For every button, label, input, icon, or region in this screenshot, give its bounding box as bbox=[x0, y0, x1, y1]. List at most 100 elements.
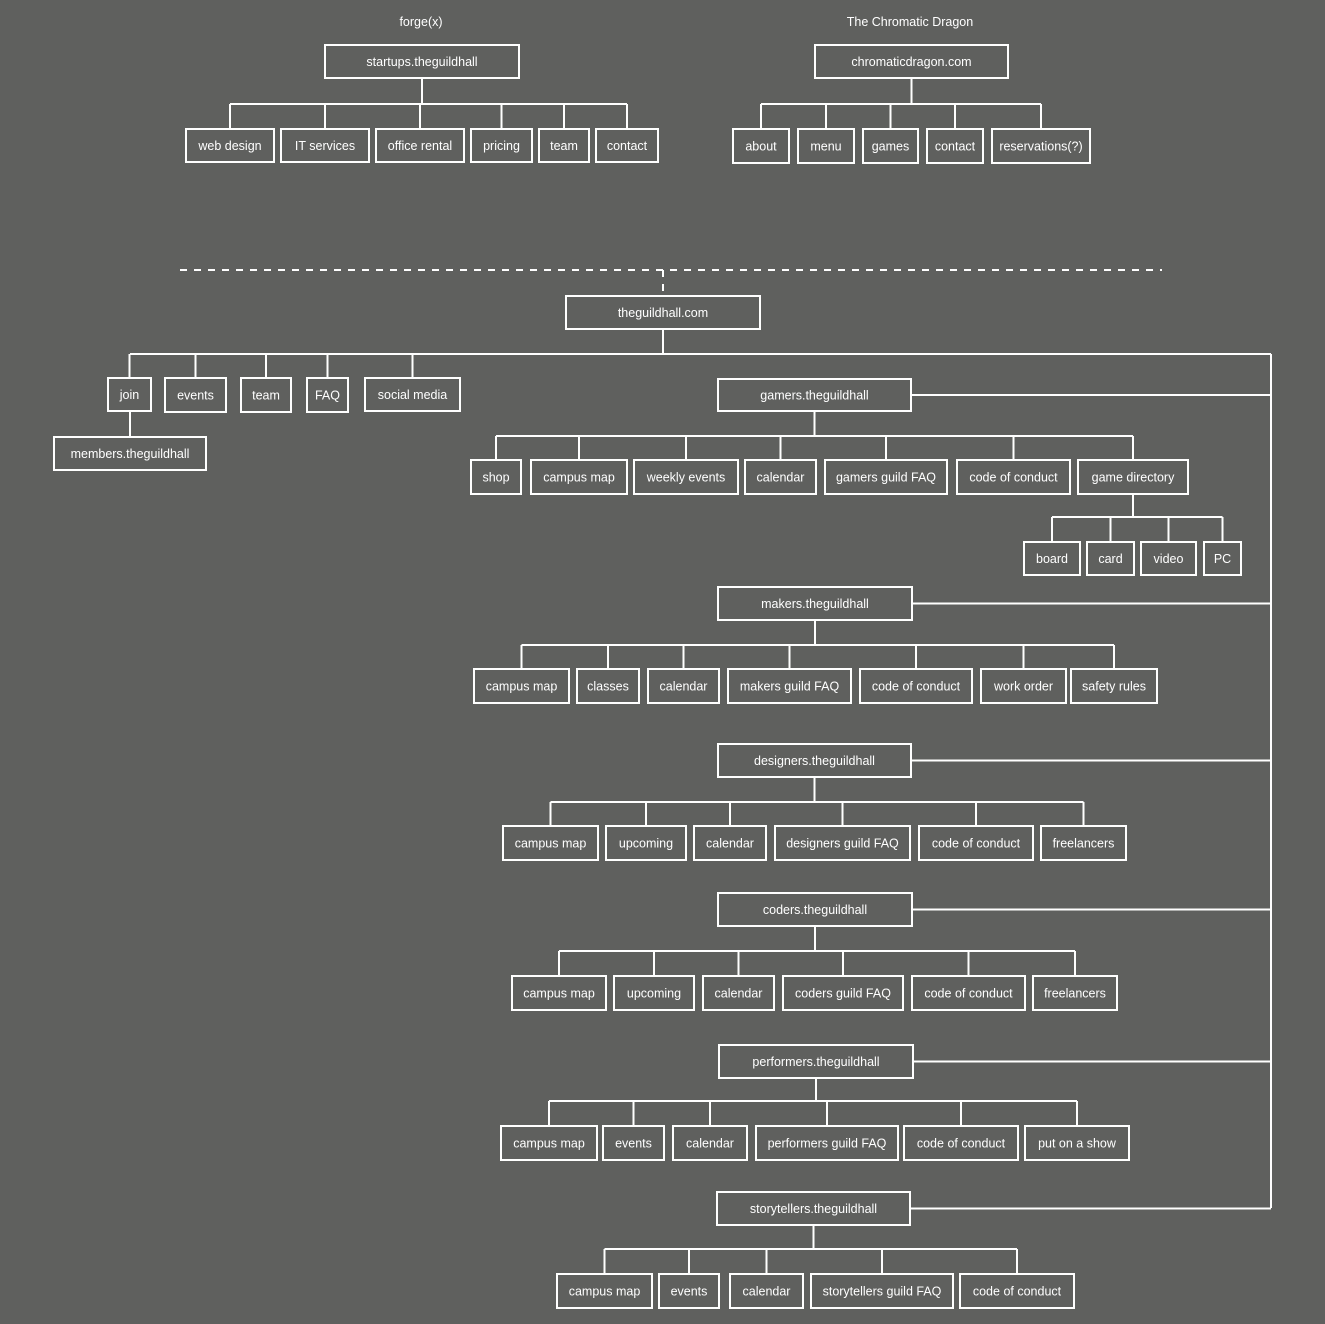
subdomain-storytellers-theguildhall[interactable]: storytellers.theguildhall bbox=[716, 1191, 911, 1226]
game-directory-item-card[interactable]: card bbox=[1086, 541, 1135, 576]
node-label: team bbox=[252, 389, 280, 403]
node-label: safety rules bbox=[1082, 680, 1146, 694]
node-label: events bbox=[671, 1285, 708, 1299]
game-directory-item-board[interactable]: board bbox=[1023, 541, 1081, 576]
forge-page-pricing[interactable]: pricing bbox=[470, 128, 533, 163]
game-directory-item-video[interactable]: video bbox=[1140, 541, 1197, 576]
node-label: storytellers guild FAQ bbox=[823, 1285, 942, 1299]
subdomain-0-page-shop[interactable]: shop bbox=[470, 459, 522, 495]
node-label: campus map bbox=[515, 837, 587, 851]
subdomain-4-page-performers-guild-faq[interactable]: performers guild FAQ bbox=[755, 1125, 899, 1161]
subdomain-1-page-classes[interactable]: classes bbox=[576, 668, 640, 704]
node-label: campus map bbox=[569, 1285, 641, 1299]
subdomain-4-page-events[interactable]: events bbox=[602, 1125, 665, 1161]
subdomain-1-page-campus-map[interactable]: campus map bbox=[473, 668, 570, 704]
subdomain-3-page-calendar[interactable]: calendar bbox=[702, 975, 775, 1011]
forge-page-web-design[interactable]: web design bbox=[185, 128, 275, 163]
node-label: coders.theguildhall bbox=[763, 903, 867, 917]
node-label: put on a show bbox=[1038, 1137, 1117, 1151]
subdomain-designers-theguildhall[interactable]: designers.theguildhall bbox=[717, 743, 912, 778]
subdomain-2-page-freelancers[interactable]: freelancers bbox=[1040, 825, 1127, 861]
subdomain-2-page-campus-map[interactable]: campus map bbox=[502, 825, 599, 861]
subdomain-1-page-safety-rules[interactable]: safety rules bbox=[1070, 668, 1158, 704]
node-label: campus map bbox=[486, 680, 558, 694]
subdomain-0-page-campus-map[interactable]: campus map bbox=[530, 459, 628, 495]
subdomain-5-page-events[interactable]: events bbox=[658, 1273, 720, 1309]
node-label: card bbox=[1098, 552, 1122, 566]
node-label: gamers.theguildhall bbox=[760, 389, 868, 403]
dragon-page-about[interactable]: about bbox=[732, 128, 790, 164]
subdomain-1-page-work-order[interactable]: work order bbox=[980, 668, 1067, 704]
dragon-page-games[interactable]: games bbox=[862, 128, 919, 164]
node-label: members.theguildhall bbox=[71, 447, 190, 461]
root-theguildhall-com[interactable]: theguildhall.com bbox=[565, 295, 761, 330]
node-label: contact bbox=[607, 139, 648, 153]
node-label: campus map bbox=[513, 1137, 585, 1151]
subdomain-4-page-campus-map[interactable]: campus map bbox=[500, 1125, 598, 1161]
node-label: games bbox=[872, 140, 910, 154]
main-page-members-theguildhall[interactable]: members.theguildhall bbox=[53, 436, 207, 471]
node-label: designers.theguildhall bbox=[754, 754, 875, 768]
subdomain-4-page-calendar[interactable]: calendar bbox=[672, 1125, 748, 1161]
subdomain-2-page-upcoming[interactable]: upcoming bbox=[605, 825, 687, 861]
node-label: team bbox=[550, 139, 578, 153]
node-label: board bbox=[1036, 552, 1068, 566]
forge-page-team[interactable]: team bbox=[538, 128, 590, 163]
subdomain-0-page-weekly-events[interactable]: weekly events bbox=[633, 459, 739, 495]
subdomain-3-page-upcoming[interactable]: upcoming bbox=[613, 975, 695, 1011]
node-label: PC bbox=[1214, 552, 1231, 566]
subdomain-performers-theguildhall[interactable]: performers.theguildhall bbox=[718, 1044, 914, 1079]
subdomain-3-page-code-of-conduct[interactable]: code of conduct bbox=[911, 975, 1026, 1011]
main-page-faq[interactable]: FAQ bbox=[306, 377, 349, 413]
root-chromaticdragon-com[interactable]: chromaticdragon.com bbox=[814, 44, 1009, 79]
subdomain-3-page-freelancers[interactable]: freelancers bbox=[1032, 975, 1118, 1011]
root-startups-theguildhall[interactable]: startups.theguildhall bbox=[324, 44, 520, 79]
forge-page-contact[interactable]: contact bbox=[595, 128, 659, 163]
node-label: calendar bbox=[743, 1285, 791, 1299]
subdomain-1-page-calendar[interactable]: calendar bbox=[647, 668, 720, 704]
subdomain-5-page-storytellers-guild-faq[interactable]: storytellers guild FAQ bbox=[810, 1273, 954, 1309]
subdomain-3-page-campus-map[interactable]: campus map bbox=[511, 975, 607, 1011]
node-label: social media bbox=[378, 388, 448, 402]
node-label: events bbox=[177, 389, 214, 403]
subdomain-3-page-coders-guild-faq[interactable]: coders guild FAQ bbox=[782, 975, 904, 1011]
subdomain-2-page-code-of-conduct[interactable]: code of conduct bbox=[918, 825, 1034, 861]
node-label: code of conduct bbox=[973, 1285, 1062, 1299]
subdomain-0-page-gamers-guild-faq[interactable]: gamers guild FAQ bbox=[824, 459, 948, 495]
subdomain-2-page-designers-guild-faq[interactable]: designers guild FAQ bbox=[774, 825, 911, 861]
subdomain-5-page-calendar[interactable]: calendar bbox=[729, 1273, 804, 1309]
subdomain-makers-theguildhall[interactable]: makers.theguildhall bbox=[717, 586, 913, 621]
subdomain-4-page-put-on-a-show[interactable]: put on a show bbox=[1024, 1125, 1130, 1161]
subdomain-gamers-theguildhall[interactable]: gamers.theguildhall bbox=[717, 378, 912, 412]
dragon-page-contact[interactable]: contact bbox=[926, 128, 984, 164]
dragon-page-reservations[interactable]: reservations(?) bbox=[991, 128, 1091, 164]
node-label: work order bbox=[993, 680, 1053, 694]
subdomain-0-page-calendar[interactable]: calendar bbox=[744, 459, 817, 495]
subdomain-2-page-calendar[interactable]: calendar bbox=[693, 825, 767, 861]
subdomain-0-page-game-directory[interactable]: game directory bbox=[1077, 459, 1189, 495]
node-label: storytellers.theguildhall bbox=[750, 1202, 877, 1216]
node-label: campus map bbox=[523, 987, 595, 1001]
node-label: freelancers bbox=[1044, 987, 1106, 1001]
main-page-team[interactable]: team bbox=[240, 377, 292, 413]
node-label: theguildhall.com bbox=[618, 306, 708, 320]
subdomain-4-page-code-of-conduct[interactable]: code of conduct bbox=[903, 1125, 1019, 1161]
main-page-join[interactable]: join bbox=[107, 377, 152, 412]
node-label: calendar bbox=[660, 680, 708, 694]
main-page-events[interactable]: events bbox=[164, 377, 227, 413]
game-directory-item-pc[interactable]: PC bbox=[1203, 541, 1242, 576]
subdomain-5-page-code-of-conduct[interactable]: code of conduct bbox=[959, 1273, 1075, 1309]
node-label: events bbox=[615, 1137, 652, 1151]
subdomain-5-page-campus-map[interactable]: campus map bbox=[556, 1273, 653, 1309]
dragon-page-menu[interactable]: menu bbox=[797, 128, 855, 164]
node-label: upcoming bbox=[619, 837, 673, 851]
site-title-forge: forge(x) bbox=[399, 15, 442, 29]
forge-page-office-rental[interactable]: office rental bbox=[375, 128, 465, 163]
main-page-social-media[interactable]: social media bbox=[364, 377, 461, 412]
subdomain-1-page-code-of-conduct[interactable]: code of conduct bbox=[859, 668, 973, 704]
subdomain-0-page-code-of-conduct[interactable]: code of conduct bbox=[956, 459, 1071, 495]
subdomain-coders-theguildhall[interactable]: coders.theguildhall bbox=[717, 892, 913, 927]
subdomain-1-page-makers-guild-faq[interactable]: makers guild FAQ bbox=[727, 668, 852, 704]
node-label: code of conduct bbox=[932, 837, 1021, 851]
forge-page-it-services[interactable]: IT services bbox=[280, 128, 370, 163]
